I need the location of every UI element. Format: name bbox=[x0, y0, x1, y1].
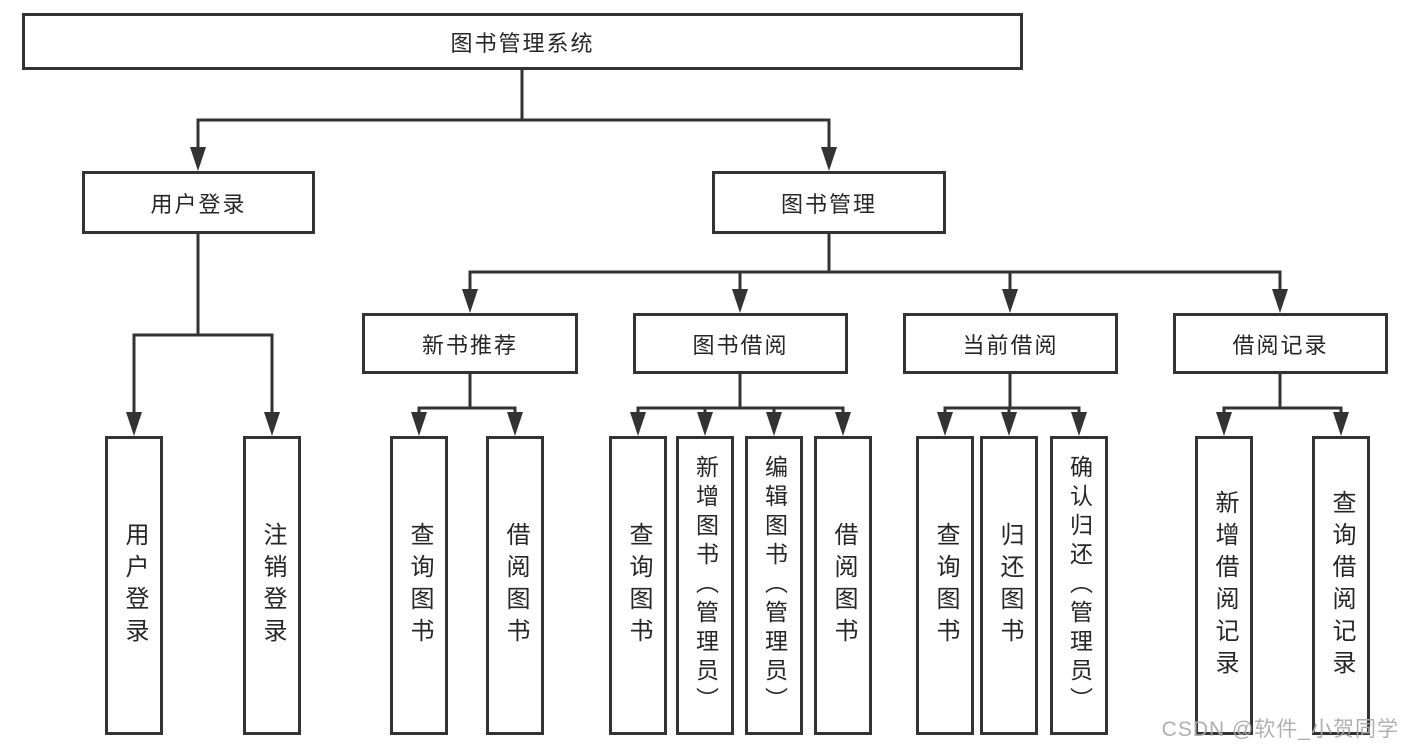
leaf-borrow-books-borrow: 借阅图书 bbox=[814, 436, 872, 735]
arrow-to-leaf-borrow-books-borrow bbox=[835, 412, 851, 436]
arrow-to-leaf-query-books-borrow bbox=[630, 412, 646, 436]
connector-borrow-records-to-leaves bbox=[1222, 372, 1343, 416]
arrow-to-user-login bbox=[190, 147, 206, 171]
connector-root-to-level2 bbox=[196, 68, 831, 152]
arrow-to-leaf-add-books-admin bbox=[697, 412, 713, 436]
leaf-confirm-return-admin: 确认归还（管理员） bbox=[1050, 436, 1108, 735]
connector-current-borrow-to-leaves bbox=[943, 372, 1081, 416]
node-new-book-recommend: 新书推荐 bbox=[362, 313, 578, 374]
leaf-query-books-borrow: 查询图书 bbox=[609, 436, 667, 735]
node-borrow-records: 借阅记录 bbox=[1173, 313, 1388, 374]
node-current-borrow: 当前借阅 bbox=[903, 313, 1118, 374]
arrow-to-leaf-query-borrow-record bbox=[1333, 412, 1349, 436]
arrow-to-new-book-recommend bbox=[462, 289, 478, 313]
arrow-to-leaf-query-books-current bbox=[937, 412, 953, 436]
csdn-watermark: CSDN @软件_小贺同学 bbox=[1161, 718, 1399, 741]
leaf-query-borrow-record: 查询借阅记录 bbox=[1312, 436, 1370, 735]
leaf-return-books: 归还图书 bbox=[980, 436, 1038, 735]
arrow-to-leaf-return-books bbox=[1001, 412, 1017, 436]
arrow-to-book-management bbox=[821, 147, 837, 171]
leaf-logout: 注销登录 bbox=[243, 436, 301, 735]
leaf-user-login: 用户登录 bbox=[105, 436, 163, 735]
node-book-management: 图书管理 bbox=[712, 171, 946, 234]
arrow-to-borrow-records bbox=[1272, 289, 1288, 313]
arrow-to-leaf-user-login bbox=[126, 412, 142, 436]
arrow-to-leaf-confirm-return-admin bbox=[1071, 412, 1087, 436]
connector-book-borrow-to-leaves bbox=[636, 372, 845, 416]
connector-user-login-to-leaves bbox=[132, 232, 274, 416]
leaf-add-books-admin: 新增图书（管理员） bbox=[676, 436, 734, 735]
node-user-login: 用户登录 bbox=[82, 171, 315, 234]
leaf-query-books-recommend: 查询图书 bbox=[390, 436, 448, 735]
connector-new-book-recommend-to-leaves bbox=[417, 372, 517, 416]
arrow-to-leaf-query-books-recommend bbox=[411, 412, 427, 436]
arrow-to-leaf-add-borrow-record bbox=[1216, 412, 1232, 436]
arrow-to-book-borrow bbox=[732, 289, 748, 313]
node-root: 图书管理系统 bbox=[22, 13, 1023, 70]
arrow-to-leaf-edit-books-admin bbox=[766, 412, 782, 436]
leaf-add-borrow-record: 新增借阅记录 bbox=[1195, 436, 1253, 735]
leaf-borrow-books-recommend: 借阅图书 bbox=[486, 436, 544, 735]
leaf-edit-books-admin: 编辑图书（管理员） bbox=[745, 436, 803, 735]
arrow-to-leaf-logout bbox=[264, 412, 280, 436]
connector-book-management-to-level3 bbox=[468, 232, 1282, 294]
arrow-to-leaf-borrow-books-recommend bbox=[507, 412, 523, 436]
node-book-borrow: 图书借阅 bbox=[633, 313, 848, 374]
arrow-to-current-borrow bbox=[1002, 289, 1018, 313]
leaf-query-books-current: 查询图书 bbox=[916, 436, 974, 735]
